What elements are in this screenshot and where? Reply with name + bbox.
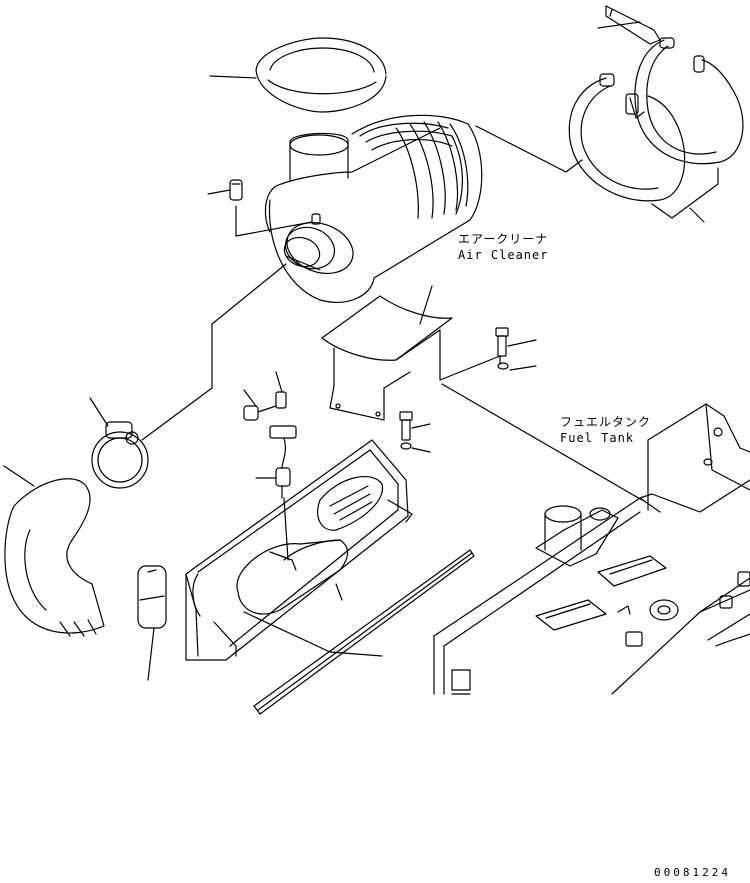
seal-strip bbox=[243, 549, 475, 715]
elbow-hose bbox=[3, 465, 105, 637]
air-cleaner-cover bbox=[209, 37, 387, 113]
band-straps bbox=[475, 5, 744, 223]
fuel-tank-label-en: Fuel Tank bbox=[560, 431, 635, 445]
air-cleaner-label-jp: エアークリーナ bbox=[458, 232, 549, 246]
fuel-tank-label-jp: フュエルタンク bbox=[560, 415, 652, 429]
drawing-number: 00081224 bbox=[654, 866, 731, 879]
bolt-part bbox=[207, 179, 313, 237]
intake-housing bbox=[185, 439, 413, 661]
cleaner-bracket bbox=[321, 285, 643, 501]
fuel-tank bbox=[433, 403, 750, 695]
grommet-part bbox=[137, 565, 167, 681]
hose-clamp bbox=[89, 263, 287, 489]
air-cleaner-label-en: Air Cleaner bbox=[458, 248, 549, 262]
air-cleaner-body bbox=[264, 114, 483, 303]
bolt-washer-set bbox=[399, 327, 537, 453]
sensor-assembly bbox=[243, 371, 297, 561]
